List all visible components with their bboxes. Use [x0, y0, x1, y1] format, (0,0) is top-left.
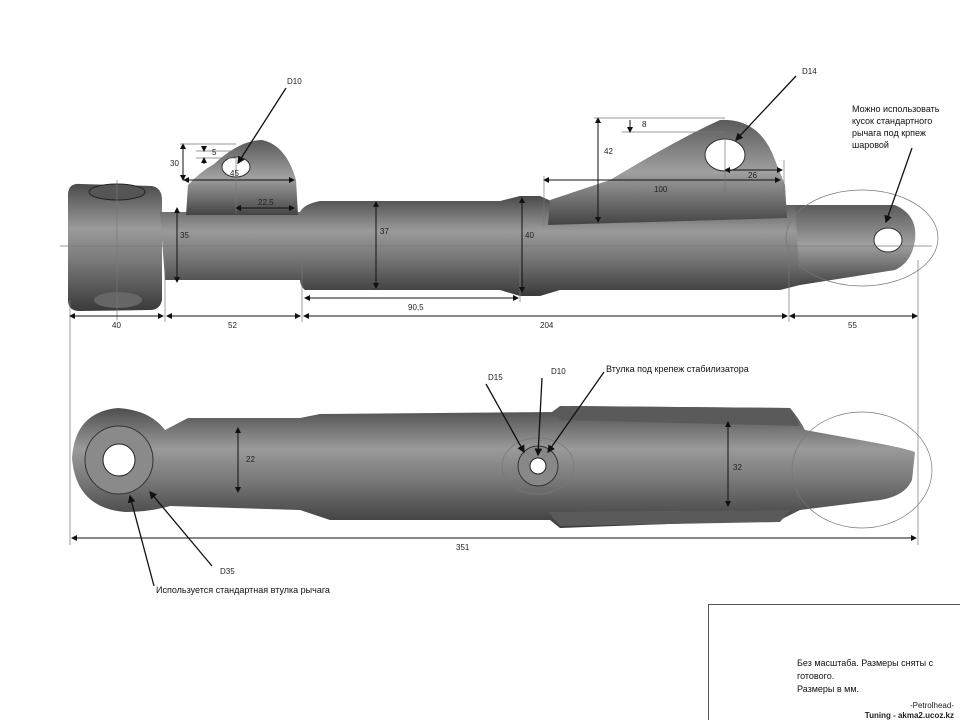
dim-42: 42 — [604, 147, 613, 156]
dim-40-center: 40 — [525, 231, 534, 240]
dim-5: 5 — [212, 148, 217, 157]
top-ball-joint-end — [795, 205, 916, 285]
dim-45: 45 — [230, 169, 239, 178]
site-watermark: Tuning - akma2.ucoz.kz — [864, 711, 954, 720]
top-view-arm — [68, 119, 916, 311]
label-d35: D35 — [220, 567, 235, 576]
dim-30: 30 — [170, 159, 179, 168]
title-note-line-3: Размеры в мм. — [797, 684, 860, 694]
label-d10-bottom: D10 — [551, 367, 566, 376]
top-eye-housing — [68, 183, 162, 311]
dim-22-5: 22,5 — [258, 198, 274, 207]
bottom-view-arm — [72, 406, 915, 528]
dim-22: 22 — [246, 455, 255, 464]
dim-90-5: 90,5 — [408, 303, 424, 312]
dim-351: 351 — [456, 543, 470, 552]
top-ball-joint-hole — [873, 227, 903, 253]
author-signature: -Petrolhead- — [909, 701, 954, 710]
stabilizer-highlight-ellipse — [501, 437, 575, 495]
bottom-main-body — [72, 406, 915, 528]
label-d10-top: D10 — [287, 77, 302, 86]
note-ball-joint-1: Можно использовать — [852, 104, 940, 114]
dim-8: 8 — [642, 120, 647, 129]
bottom-end-highlight-ellipse — [791, 411, 933, 529]
dim-26: 26 — [748, 171, 757, 180]
note-ball-joint-4: шаровой — [852, 140, 889, 150]
dim-204: 204 — [540, 321, 554, 330]
ball-joint-highlight-ellipse — [785, 189, 939, 287]
dim-40: 40 — [112, 321, 121, 330]
title-block: Без масштаба. Размеры сняты с готового. … — [708, 604, 960, 720]
title-block-notes: Без масштаба. Размеры сняты с готового. … — [797, 657, 957, 696]
bottom-stabilizer-hole — [529, 457, 547, 475]
bottom-upper-flange — [552, 406, 800, 426]
dim-35: 35 — [180, 231, 189, 240]
note-stabilizer: Втулка под крепеж стабилизатора — [606, 364, 749, 374]
note-ball-joint-2: кусок стандартного — [852, 116, 932, 126]
bottom-eye-hole — [102, 443, 136, 477]
note-bushing: Используется стандартная втулка рычага — [156, 585, 330, 595]
dim-52: 52 — [228, 321, 237, 330]
label-d15: D15 — [488, 373, 503, 382]
bottom-lower-flange — [548, 510, 790, 526]
note-ball-joint-3: рычага под крпеж — [852, 128, 926, 138]
dim-32: 32 — [733, 463, 742, 472]
title-note-line-1: Без масштаба. Размеры сняты с — [797, 658, 934, 668]
title-note-line-2: готового. — [797, 671, 835, 681]
dim-55: 55 — [848, 321, 857, 330]
dim-37: 37 — [380, 227, 389, 236]
dim-100: 100 — [654, 185, 668, 194]
label-d14: D14 — [802, 67, 817, 76]
